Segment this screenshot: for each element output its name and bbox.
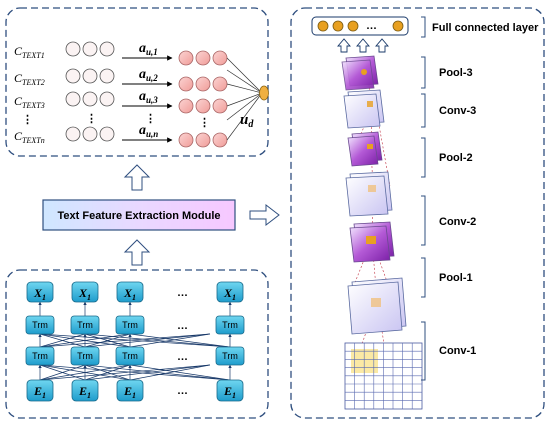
- x-label-4: X1: [223, 286, 236, 302]
- trm-ellipsis: …: [177, 351, 188, 363]
- ctext-ellipsis: ⋮: [22, 114, 33, 126]
- pool-3-layer: [341, 55, 379, 91]
- attention-panel: CTEXT1 CTEXT2 CTEXT3 CTEXTn ⋮ ⋮ au,1 au,…: [5, 7, 269, 157]
- pool-1-layer: [349, 221, 395, 263]
- label-full-connected-layer: Full connected layer: [432, 22, 539, 34]
- right-arrow: [249, 203, 280, 227]
- trm-label: Trm: [32, 351, 48, 361]
- weight-u2: au,2: [139, 67, 158, 83]
- x-ellipsis: …: [177, 287, 188, 299]
- e-label-1: E1: [33, 384, 46, 400]
- layer-labels: Full connected layer Pool-3 Conv-3 Pool-…: [432, 22, 539, 357]
- label-pool-3: Pool-3: [439, 67, 473, 79]
- e-ellipsis: …: [177, 385, 188, 397]
- trm-label: Trm: [222, 351, 238, 361]
- x-output-nodes: X1 X1 X1 X1 …: [26, 281, 244, 303]
- fc-input-arrows: [337, 38, 389, 53]
- ctext-row-3: CTEXT3: [14, 94, 45, 110]
- x-label-3: X1: [123, 286, 136, 302]
- e-label-4: E1: [223, 384, 236, 400]
- e-input-nodes: E1 E1 E1 E1 …: [26, 379, 244, 402]
- weight-u1: au,1: [139, 41, 158, 57]
- output-node: [259, 85, 269, 101]
- label-pool-1: Pool-1: [439, 272, 473, 284]
- weight-un: au,n: [139, 123, 158, 139]
- x-label-2: X1: [78, 286, 91, 302]
- weight-u3: au,3: [139, 89, 158, 105]
- cnn-panel: …: [290, 7, 545, 419]
- label-pool-2: Pool-2: [439, 152, 473, 164]
- e-label-3: E1: [123, 384, 136, 400]
- fc-ellipsis: …: [366, 20, 377, 32]
- trm-label: Trm: [222, 320, 238, 330]
- conv-2-layer: [345, 171, 393, 217]
- conv-1-feature-map: [347, 277, 407, 335]
- trm-label: Trm: [32, 320, 48, 330]
- ctext-row-2: CTEXT2: [14, 71, 45, 87]
- attention-weights: au,1 au,2 au,3 au,n ⋮: [122, 41, 173, 143]
- bert-connections: [38, 301, 232, 381]
- pool-2-layer: [347, 131, 383, 167]
- x-label-1: X1: [33, 286, 46, 302]
- module-label: Text Feature Extraction Module: [58, 210, 221, 222]
- trm-ellipsis: …: [177, 320, 188, 332]
- up-arrow-top: [123, 164, 151, 191]
- input-ellipsis: ⋮: [86, 113, 97, 125]
- weight-ellipsis: ⋮: [145, 113, 156, 125]
- ctext-labels: CTEXT1 CTEXT2 CTEXT3 CTEXTn ⋮: [14, 44, 45, 145]
- e-label-2: E1: [78, 384, 91, 400]
- trm-label: Trm: [122, 351, 138, 361]
- trm-row-1: Trm Trm Trm Trm …: [25, 315, 245, 335]
- input-grid: [344, 342, 423, 410]
- trm-label: Trm: [122, 320, 138, 330]
- ctext-row-n: CTEXTn: [14, 129, 45, 145]
- aggregation-lines: [226, 57, 263, 141]
- output-symbol: ud: [240, 112, 254, 130]
- weighted-ellipsis: ⋮: [199, 117, 210, 129]
- full-connected-layer: …: [311, 16, 409, 36]
- ctext-row-1: CTEXT1: [14, 44, 45, 60]
- trm-label: Trm: [77, 320, 93, 330]
- label-conv-1: Conv-1: [439, 345, 476, 357]
- text-feature-extraction-module: Text Feature Extraction Module: [42, 199, 236, 231]
- bert-panel: X1 X1 X1 X1 … Trm Trm Trm Trm … Trm Trm: [5, 269, 269, 419]
- trm-row-2: Trm Trm Trm Trm …: [25, 346, 245, 366]
- label-conv-2: Conv-2: [439, 216, 476, 228]
- label-conv-3: Conv-3: [439, 105, 476, 117]
- input-neurons: [65, 41, 115, 142]
- layer-brackets: [421, 16, 426, 381]
- conv-3-layer: [343, 89, 385, 129]
- up-arrow-bottom: [123, 239, 151, 266]
- trm-label: Trm: [77, 351, 93, 361]
- weighted-neurons: [178, 50, 228, 148]
